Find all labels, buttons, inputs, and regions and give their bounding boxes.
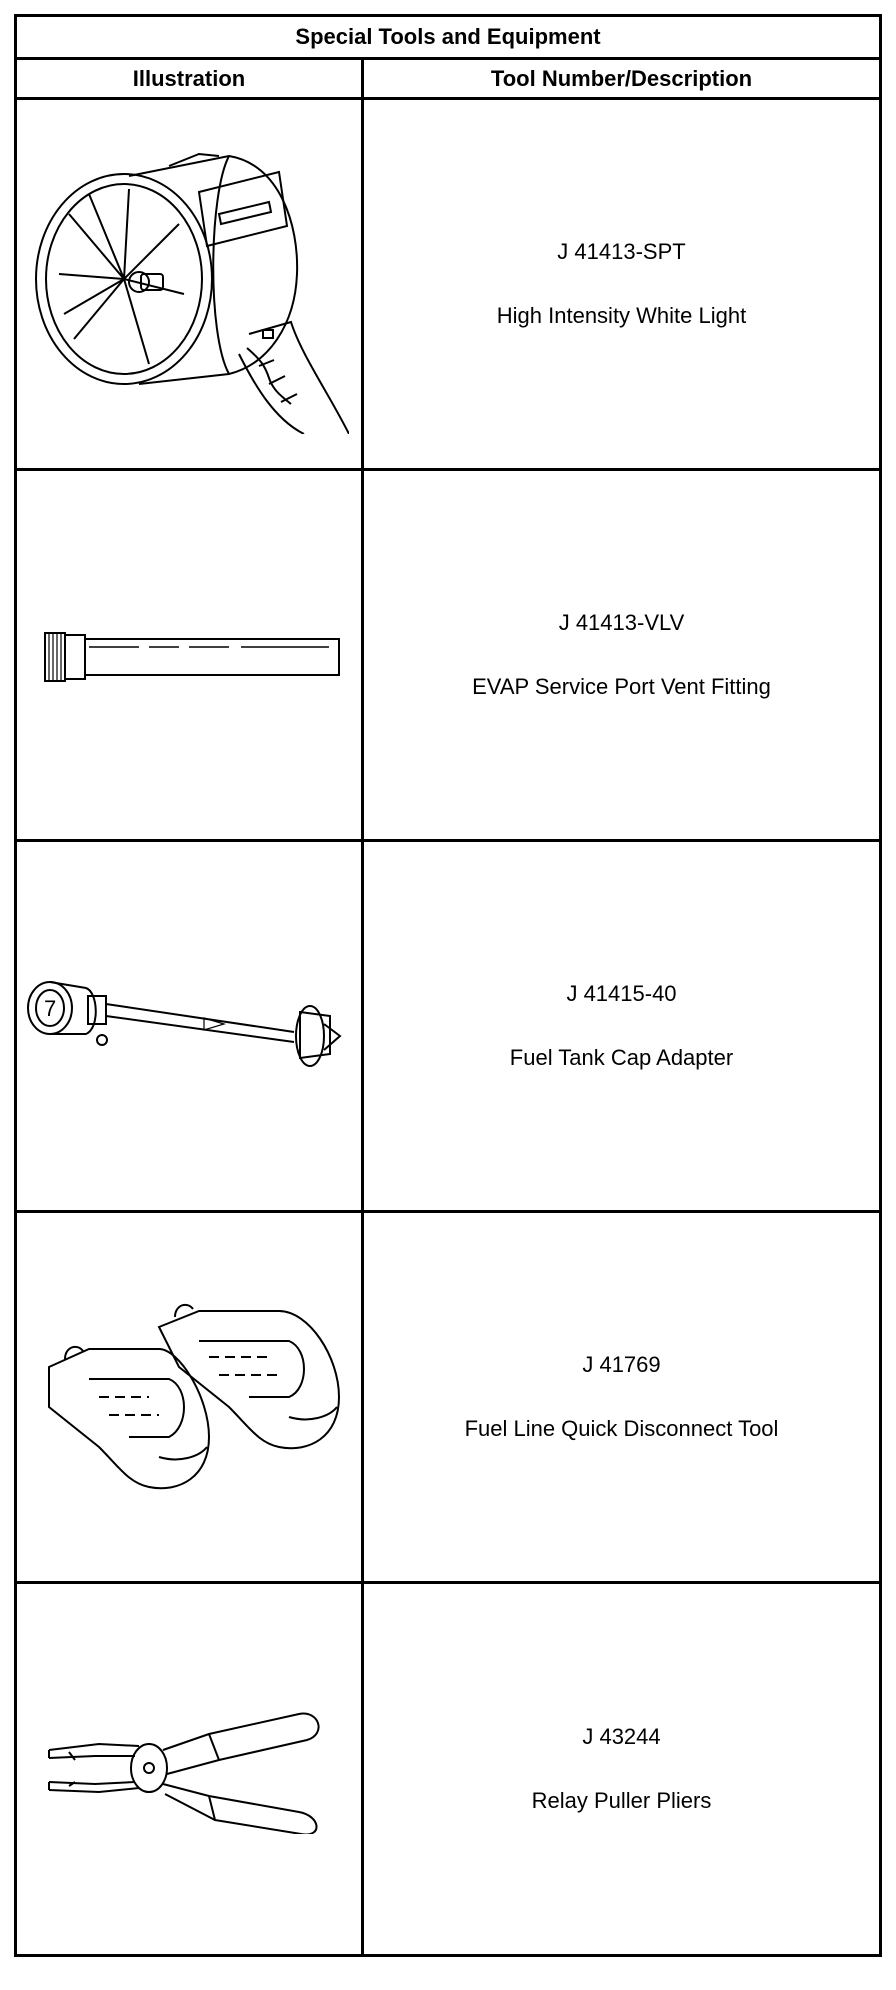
cap-adapter-icon: 7 — [27, 981, 342, 1067]
special-tools-table: Special Tools and Equipment Illustration… — [14, 14, 882, 1957]
description-cell: J 41769 Fuel Line Quick Disconnect Tool — [364, 1213, 879, 1581]
description-cell: J 41413-VLV EVAP Service Port Vent Fitti… — [364, 471, 879, 839]
table-row: J 43244 Relay Puller Pliers — [17, 1584, 879, 1954]
tool-description: Fuel Tank Cap Adapter — [509, 1045, 734, 1070]
description-cell: J 41413-SPT High Intensity White Light — [364, 100, 879, 468]
header-illustration: Illustration — [17, 60, 364, 97]
table-row: 7 J 41415-40 Fuel Tank Cap Adapter — [17, 842, 879, 1213]
illustration-cell — [17, 1213, 364, 1581]
table-title: Special Tools and Equipment — [17, 17, 879, 60]
description-cell: J 41415-40 Fuel Tank Cap Adapter — [364, 842, 879, 1210]
tool-number: J 43244 — [582, 1724, 661, 1749]
table-header-row: Illustration Tool Number/Description — [17, 60, 879, 100]
pliers-icon — [48, 1712, 320, 1834]
table-row: J 41413-SPT High Intensity White Light — [17, 100, 879, 471]
illustration-cell — [17, 471, 364, 839]
table-row: J 41413-VLV EVAP Service Port Vent Fitti… — [17, 471, 879, 842]
illustration-cell — [17, 1584, 364, 1954]
disconnect-tool-icon — [48, 1303, 341, 1490]
illustration-cell: 7 — [17, 842, 364, 1210]
tool-number: J 41413-SPT — [557, 239, 686, 264]
tool-description: Fuel Line Quick Disconnect Tool — [464, 1416, 779, 1441]
tool-number: J 41769 — [582, 1352, 661, 1377]
vent-fitting-icon — [44, 632, 340, 682]
illustration-cell — [17, 100, 364, 468]
tool-number: J 41413-VLV — [558, 610, 685, 635]
tool-description: EVAP Service Port Vent Fitting — [472, 674, 771, 699]
tool-description: High Intensity White Light — [496, 303, 747, 328]
description-cell: J 43244 Relay Puller Pliers — [364, 1584, 879, 1954]
tool-number: J 41415-40 — [566, 981, 677, 1006]
svg-text:7: 7 — [44, 996, 56, 1021]
tool-description: Relay Puller Pliers — [531, 1788, 712, 1813]
table-row: J 41769 Fuel Line Quick Disconnect Tool — [17, 1213, 879, 1584]
header-description: Tool Number/Description — [490, 65, 753, 91]
flashlight-icon — [35, 152, 349, 434]
